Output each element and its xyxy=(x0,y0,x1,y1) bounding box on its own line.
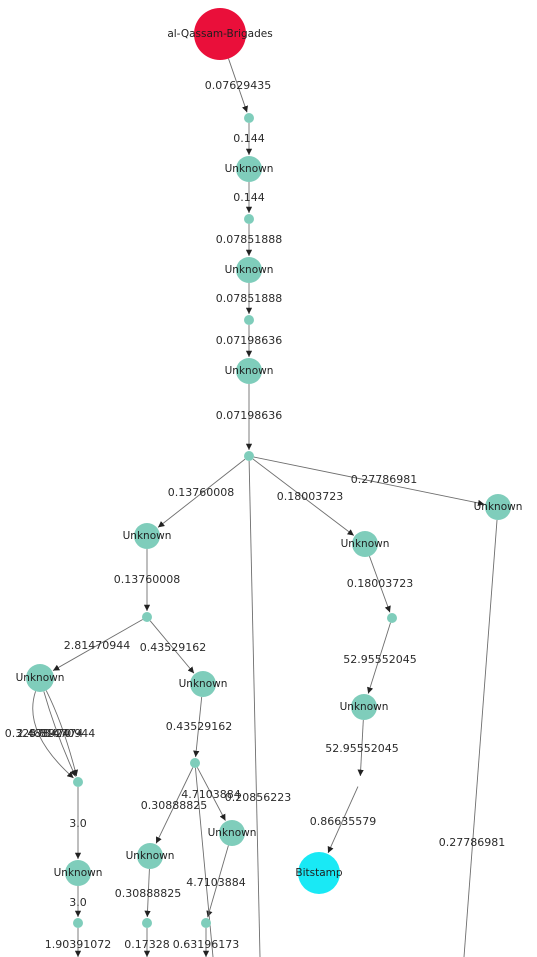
edge-e15 xyxy=(32,691,74,779)
node-label-u7: Unknown xyxy=(16,672,65,684)
edge-e21 xyxy=(155,767,194,844)
nodes-layer xyxy=(26,8,511,928)
edge-e14 xyxy=(149,620,195,674)
edge-e22 xyxy=(196,767,226,821)
transaction-node-t4[interactable] xyxy=(244,451,254,461)
edge-label-e16b: 0.81470944 xyxy=(29,727,95,740)
edge-label-e26: 0.63196173 xyxy=(173,938,239,951)
edge-label-e7: 0.07198636 xyxy=(216,409,282,422)
transaction-node-t3[interactable] xyxy=(244,315,254,325)
edge-label-e31: 0.86635579 xyxy=(310,815,376,828)
node-label-u10: Unknown xyxy=(126,850,175,862)
node-label-u8: Unknown xyxy=(179,678,228,690)
node-labels-layer: al-Qassam-BrigadesUnknownUnknownUnknownU… xyxy=(16,28,523,879)
edge-e10 xyxy=(253,456,485,507)
edge-label-e15: 0.32578470 xyxy=(5,727,71,740)
entity-node-u7[interactable] xyxy=(26,664,54,692)
edge-label-e21: 0.30888825 xyxy=(141,799,207,812)
entity-node-u3[interactable] xyxy=(236,358,262,384)
edge-label-e29: 52.95552045 xyxy=(343,653,416,666)
entity-node-u10[interactable] xyxy=(137,843,163,869)
edge-e9 xyxy=(252,458,355,536)
transaction-node-t9[interactable] xyxy=(73,918,83,928)
transaction-node-t5[interactable] xyxy=(142,612,152,622)
edge-label-e24: 0.17328 xyxy=(124,938,170,951)
edge-labels-layer: 0.07629435 0.144 0.144 0.07851888 0.07851888… xyxy=(5,79,505,951)
entity-node-u1[interactable] xyxy=(236,156,262,182)
edge-e28 xyxy=(369,556,391,613)
entity-node-n_bitstamp[interactable] xyxy=(298,852,340,894)
entity-node-u12[interactable] xyxy=(351,694,377,720)
edge-e8 xyxy=(157,458,246,528)
edge-label-e30: 52.95552045 xyxy=(325,742,398,755)
edge-label-e4: 0.07851888 xyxy=(216,233,282,246)
edge-e1 xyxy=(228,58,248,113)
edge-label-e28: 0.18003723 xyxy=(347,577,413,590)
edge-label-e1: 0.07629435 xyxy=(205,79,271,92)
edge-label-e8: 0.13760008 xyxy=(168,486,234,499)
transaction-node-t11[interactable] xyxy=(201,918,211,928)
entity-node-u9[interactable] xyxy=(65,860,91,886)
entity-node-n_source[interactable] xyxy=(194,8,246,60)
edge-e25 xyxy=(206,845,229,918)
edge-e29 xyxy=(367,622,391,694)
node-label-u3: Unknown xyxy=(225,365,274,377)
node-label-u2: Unknown xyxy=(225,264,274,276)
edge-e16 xyxy=(43,691,76,777)
edge-label-e20: 0.43529162 xyxy=(166,720,232,733)
entity-node-u5[interactable] xyxy=(352,531,378,557)
edge-label-e22: 4.7103884 xyxy=(181,788,241,801)
node-label-n_source: al-Qassam-Brigades xyxy=(167,28,272,40)
transaction-node-t10[interactable] xyxy=(142,918,152,928)
transaction-node-t2[interactable] xyxy=(244,214,254,224)
edge-label-e2: 0.144 xyxy=(233,132,265,145)
edge-label-e12: 0.13760008 xyxy=(114,573,180,586)
edge-e16b xyxy=(45,690,79,777)
transaction-node-t6[interactable] xyxy=(73,777,83,787)
entity-node-u6[interactable] xyxy=(485,494,511,520)
node-label-u4: Unknown xyxy=(123,530,172,542)
entity-node-u8[interactable] xyxy=(190,671,216,697)
edge-e30 xyxy=(357,719,364,777)
node-label-u12: Unknown xyxy=(340,701,389,713)
edge-label-e23: 0.30888825 xyxy=(115,887,181,900)
edge-e31 xyxy=(327,786,359,854)
edge-label-e32: 0.27786981 xyxy=(439,836,505,849)
edge-label-e17: 3.0 xyxy=(69,817,87,830)
transaction-node-t1[interactable] xyxy=(244,113,254,123)
edge-e11 xyxy=(248,460,261,957)
node-label-n_bitstamp: Bitstamp xyxy=(295,867,342,879)
entity-node-u4[interactable] xyxy=(134,523,160,549)
edge-label-e13: 2.81470944 xyxy=(64,639,130,652)
edge-label-e25: 4.7103884 xyxy=(186,876,246,889)
edge-label-e18: 3.0 xyxy=(69,896,87,909)
edge-label-e9: 0.18003723 xyxy=(277,490,343,503)
edge-label-e5: 0.07851888 xyxy=(216,292,282,305)
edge-label-e14: 0.43529162 xyxy=(140,641,206,654)
edge-label-e27: 0.20856223 xyxy=(225,791,291,804)
entity-node-u11[interactable] xyxy=(219,820,245,846)
edge-label-e3: 0.144 xyxy=(233,191,265,204)
edge-label-e19: 1.90391072 xyxy=(45,938,111,951)
node-label-u5: Unknown xyxy=(341,538,390,550)
edge-e20 xyxy=(193,696,203,758)
edge-label-e16: 2.48892474 xyxy=(17,727,83,740)
node-label-u6: Unknown xyxy=(474,501,523,513)
edge-e32 xyxy=(463,519,498,957)
edge-label-e6: 0.07198636 xyxy=(216,334,282,347)
entity-node-u2[interactable] xyxy=(236,257,262,283)
node-label-u1: Unknown xyxy=(225,163,274,175)
edge-e23 xyxy=(144,868,151,918)
node-label-u11: Unknown xyxy=(208,827,257,839)
edge-label-e10: 0.27786981 xyxy=(351,473,417,486)
node-label-u9: Unknown xyxy=(54,867,103,879)
edge-e13 xyxy=(52,619,143,671)
transaction-node-t7[interactable] xyxy=(190,758,200,768)
transaction-node-t8[interactable] xyxy=(387,613,397,623)
edges-layer xyxy=(32,58,498,957)
